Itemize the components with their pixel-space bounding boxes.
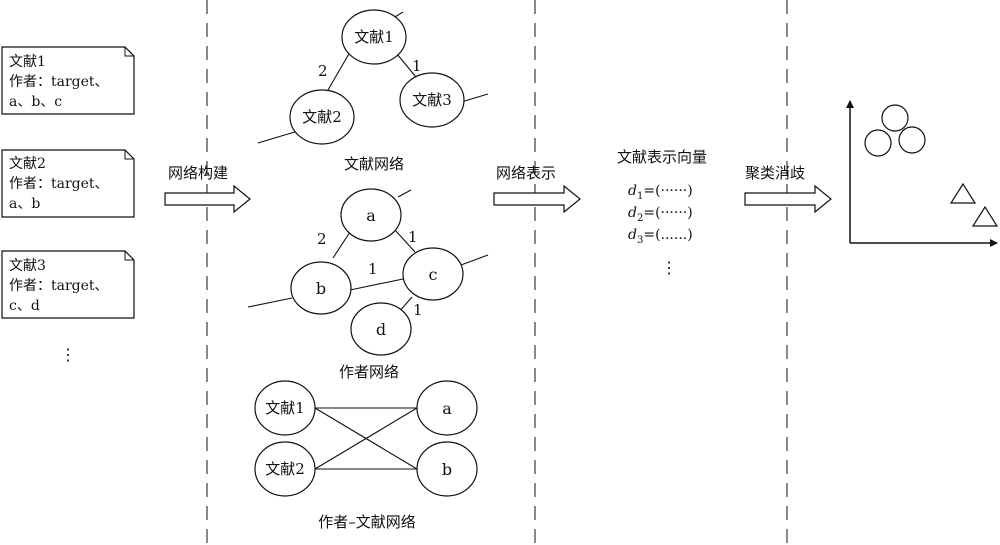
bipartite-author-node-a — [416, 380, 478, 436]
author-node-label: a — [366, 206, 376, 225]
cluster-circle-point — [881, 104, 909, 132]
document-title: 文献1 — [9, 54, 46, 70]
step-cluster-arrow-icon — [744, 184, 832, 214]
bipartite-network: 文献1 文献2 a b 作者–文献网络 — [254, 380, 478, 531]
doc-node-label: 文献2 — [302, 108, 342, 126]
cluster-triangle-point — [971, 205, 999, 227]
author-node-d — [350, 302, 412, 356]
vectors-ellipsis: ⋮ — [661, 258, 677, 277]
bipartite-doc-node-2 — [254, 441, 316, 497]
document-authors: a、b — [9, 196, 40, 212]
doc-node-label: 文献1 — [354, 28, 394, 46]
document-authors: 作者：target、 — [9, 176, 109, 192]
cluster-triangle-point — [949, 182, 977, 204]
documents-ellipsis: ⋮ — [60, 345, 76, 364]
bipartite-node-label: 文献1 — [265, 399, 305, 417]
author-node-b — [290, 261, 352, 315]
author-node-a — [340, 188, 402, 242]
bipartite-node-label: b — [442, 460, 452, 479]
document-authors: 作者：target、 — [9, 74, 109, 90]
document-card-1: 文献1 作者：target、 a、b、c — [1, 46, 135, 115]
doc-node-label: 文献3 — [412, 91, 452, 109]
step-represent-arrow-icon — [493, 184, 581, 214]
author-node-label: c — [429, 265, 438, 284]
step-cluster: 聚类消歧 — [744, 164, 832, 214]
author-network-caption: 作者网络 — [339, 363, 399, 381]
author-node-label: b — [316, 279, 326, 298]
document-authors: 作者：target、 — [9, 278, 109, 294]
document-card-3: 文献3 作者：target、 c、d — [1, 250, 135, 319]
document-network: 文献1 文献2 文献3 2 1 文献网络 — [257, 9, 489, 173]
edge-weight: 1 — [408, 228, 418, 246]
edge-weight: 1 — [412, 57, 422, 75]
edge-weight: 2 — [318, 62, 328, 80]
bipartite-node-label: 文献2 — [265, 460, 305, 478]
edge-weight: 2 — [317, 230, 327, 248]
vector-item: d3=(......) — [628, 227, 693, 246]
vector-item: d1=(······) — [628, 183, 693, 202]
step-represent-label: 网络表示 — [496, 164, 556, 182]
bipartite-doc-node-1 — [254, 380, 316, 436]
document-title: 文献3 — [9, 258, 46, 274]
edge-weight: 1 — [413, 301, 423, 319]
cluster-circle-point — [898, 126, 926, 154]
bipartite-node-label: a — [442, 399, 452, 418]
doc-node-3 — [399, 72, 465, 128]
vectors-title: 文献表示向量 — [617, 148, 707, 166]
author-node-c — [402, 247, 464, 301]
step-build-label: 网络构建 — [168, 164, 228, 182]
document-authors: a、b、c — [9, 94, 62, 110]
document-authors: c、d — [9, 298, 40, 314]
author-network: a b c d 2 1 1 1 作者网络 — [247, 188, 489, 381]
cluster-plot — [846, 100, 999, 247]
step-build-arrow-icon — [164, 184, 251, 214]
bipartite-author-node-b — [416, 441, 478, 497]
document-card-2: 文献2 作者：target、 a、b — [1, 149, 135, 218]
step-cluster-label: 聚类消歧 — [745, 164, 805, 182]
step-build: 网络构建 — [164, 164, 251, 214]
bipartite-caption: 作者–文献网络 — [318, 513, 416, 531]
doc-node-1 — [341, 9, 407, 65]
doc-network-caption: 文献网络 — [344, 155, 404, 173]
edge-weight: 1 — [368, 260, 378, 278]
cluster-circle-point — [864, 129, 892, 157]
author-node-label: d — [376, 320, 386, 339]
document-vectors: 文献表示向量 d1=(······) d2=(······) d3=(.....… — [617, 148, 707, 277]
step-represent: 网络表示 — [493, 164, 581, 214]
vector-item: d2=(······) — [628, 205, 693, 224]
doc-node-2 — [289, 89, 355, 145]
document-title: 文献2 — [9, 156, 46, 172]
